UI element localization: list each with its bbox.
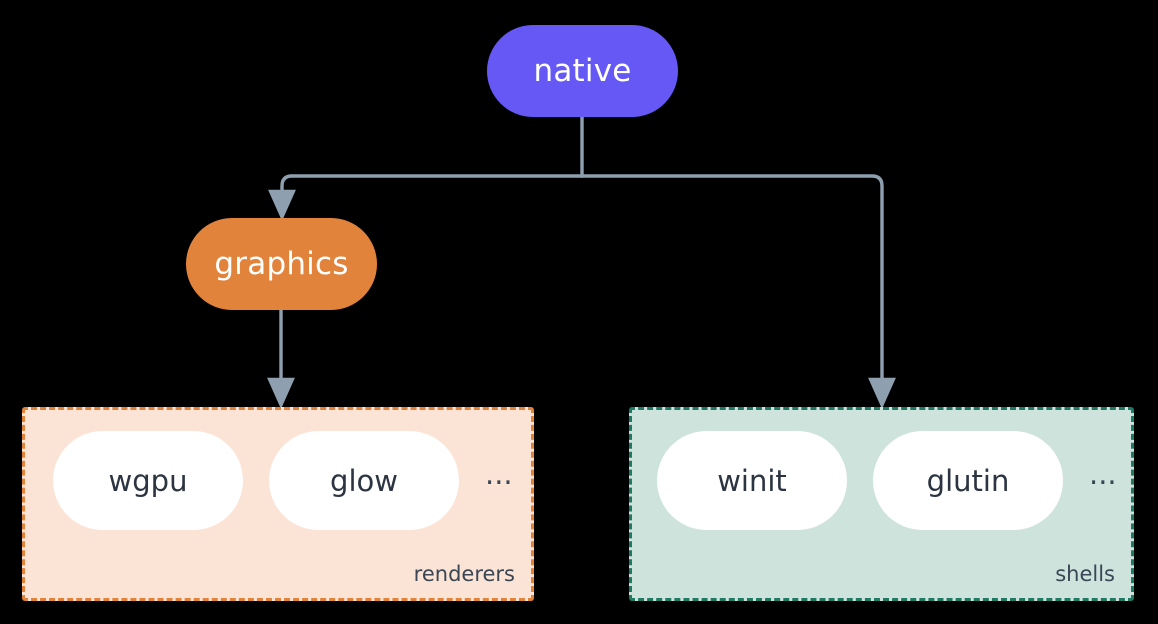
group-shells-label: shells bbox=[1055, 562, 1115, 586]
pill-wgpu[interactable]: wgpu bbox=[53, 431, 243, 530]
shells-more-ellipsis: ... bbox=[1089, 457, 1117, 491]
node-native[interactable]: native bbox=[487, 25, 678, 117]
group-shells: winit glutin ... shells bbox=[629, 407, 1134, 601]
group-renderers: wgpu glow ... renderers bbox=[22, 407, 534, 601]
pill-glutin-label: glutin bbox=[926, 463, 1010, 498]
pill-glow-label: glow bbox=[330, 463, 398, 498]
group-renderers-items: wgpu glow ... bbox=[25, 431, 531, 530]
group-renderers-label: renderers bbox=[413, 562, 515, 586]
pill-wgpu-label: wgpu bbox=[108, 463, 188, 498]
pill-winit-label: winit bbox=[717, 463, 787, 498]
edge-native-to-graphics bbox=[268, 174, 584, 222]
node-graphics[interactable]: graphics bbox=[186, 218, 377, 310]
edge-native-to-shells bbox=[580, 174, 896, 410]
renderers-more-ellipsis: ... bbox=[485, 457, 513, 491]
pill-glow[interactable]: glow bbox=[269, 431, 459, 530]
node-native-label: native bbox=[533, 53, 632, 89]
group-shells-items: winit glutin ... bbox=[632, 431, 1131, 530]
pill-glutin[interactable]: glutin bbox=[873, 431, 1063, 530]
pill-winit[interactable]: winit bbox=[657, 431, 847, 530]
node-graphics-label: graphics bbox=[214, 246, 349, 282]
